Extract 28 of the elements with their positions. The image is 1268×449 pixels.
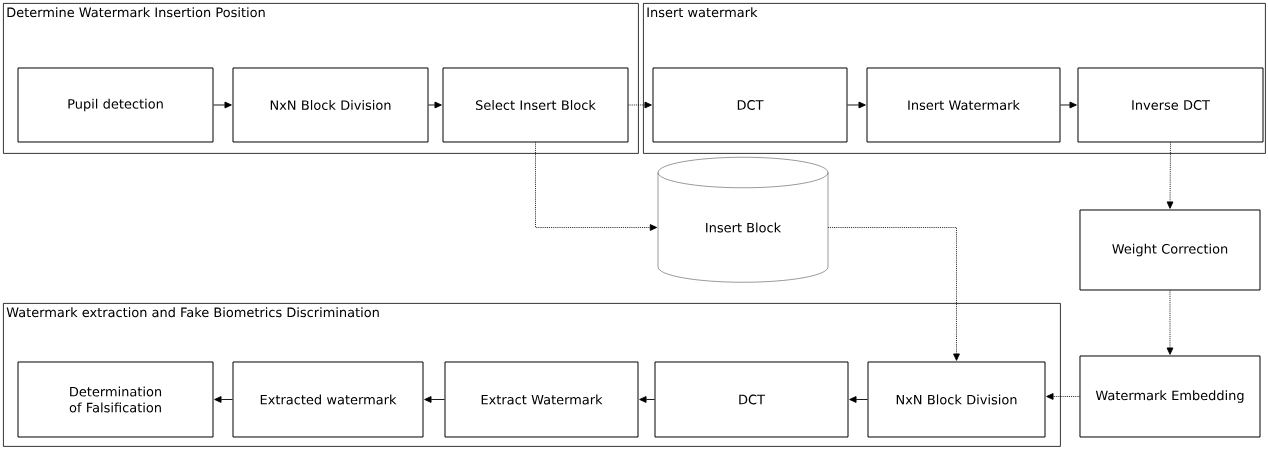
process-box: Select Insert Block <box>442 67 629 143</box>
process-box: Extracted watermark <box>232 361 424 438</box>
process-box: Extract Watermark <box>444 361 639 438</box>
arrow <box>639 396 655 403</box>
process-box: NxN Block Division <box>867 361 1046 438</box>
arrow <box>849 396 868 403</box>
process-box: Pupil detection <box>17 67 214 143</box>
process-box: DCT <box>654 361 849 438</box>
arrow <box>628 101 652 109</box>
arrow <box>214 396 233 403</box>
arrow <box>213 101 232 109</box>
arrow <box>847 101 866 109</box>
arrow <box>428 101 442 109</box>
arrow <box>535 142 658 231</box>
arrow <box>1166 142 1174 209</box>
process-box: Weight Correction <box>1079 209 1261 291</box>
process-box: Watermark Embedding <box>1079 355 1261 438</box>
process-box: Insert Watermark <box>866 67 1061 143</box>
process-box: NxN Block Division <box>232 67 429 143</box>
arrow <box>1166 290 1174 355</box>
process-box: Determination of Falsification <box>17 361 214 438</box>
database-cylinder: Insert Block <box>657 157 829 283</box>
process-box: DCT <box>652 67 848 143</box>
arrow <box>827 227 960 361</box>
process-box: Inverse DCT <box>1077 67 1264 143</box>
arrow <box>424 396 445 403</box>
arrow <box>1060 101 1077 109</box>
arrow <box>1046 393 1080 400</box>
